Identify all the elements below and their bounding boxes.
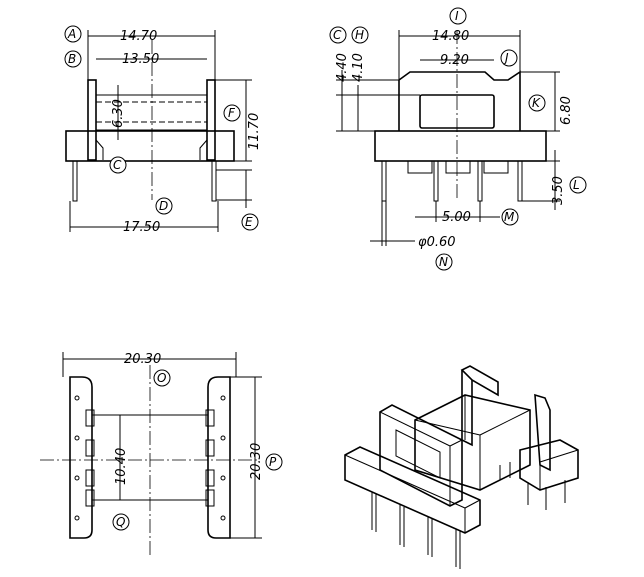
- dim-bottom-height: 20.30: [249, 443, 264, 480]
- dim-bottom-inner: 10.40: [114, 448, 129, 485]
- dim-pin-length: 3.50: [551, 176, 566, 205]
- dim-base-width: 17.50: [123, 220, 160, 235]
- front-view: 14.70 13.50 6.30 11.70 17.50 A B C D E: [64, 25, 262, 235]
- label-k: K: [532, 96, 541, 110]
- label-o: O: [157, 371, 166, 385]
- label-j: J: [503, 51, 509, 65]
- label-c: C: [113, 158, 122, 172]
- dim-side-h2: 4.10: [351, 53, 366, 82]
- label-q: Q: [116, 515, 125, 529]
- dim-top-width-inner: 13.50: [122, 52, 159, 67]
- dim-pin-dia: φ0.60: [418, 235, 456, 250]
- dim-bottom-width: 20.30: [124, 352, 161, 367]
- label-m: M: [504, 210, 515, 224]
- dim-flange-height: 11.70: [247, 113, 262, 150]
- dim-side-h3: 6.80: [559, 96, 574, 125]
- bottom-view: 20.30 20.30 10.40 O P Q: [40, 352, 283, 555]
- isometric-view: [344, 365, 579, 569]
- label-i: I: [455, 9, 459, 23]
- label-h: H: [355, 28, 364, 42]
- dim-side-width: 14.80: [432, 29, 469, 44]
- label-n: N: [439, 255, 448, 269]
- label-f: F: [228, 106, 236, 120]
- label-e: E: [245, 215, 253, 229]
- label-a: A: [67, 27, 76, 41]
- label-p: P: [269, 455, 277, 469]
- dim-inner-gap: 6.30: [111, 99, 126, 128]
- label-c2: C: [333, 28, 342, 42]
- dim-window-width: 9.20: [440, 53, 469, 68]
- side-view: 14.80 9.20 4.40 4.10 6.80 3.50 5.00 φ0.6…: [329, 7, 587, 271]
- dim-pin-pitch: 5.00: [442, 210, 471, 225]
- label-l: L: [573, 178, 580, 192]
- label-d: D: [159, 199, 168, 213]
- dim-top-width-outer: 14.70: [120, 29, 157, 44]
- dim-side-h1: 4.40: [335, 53, 350, 82]
- label-b: B: [68, 52, 76, 66]
